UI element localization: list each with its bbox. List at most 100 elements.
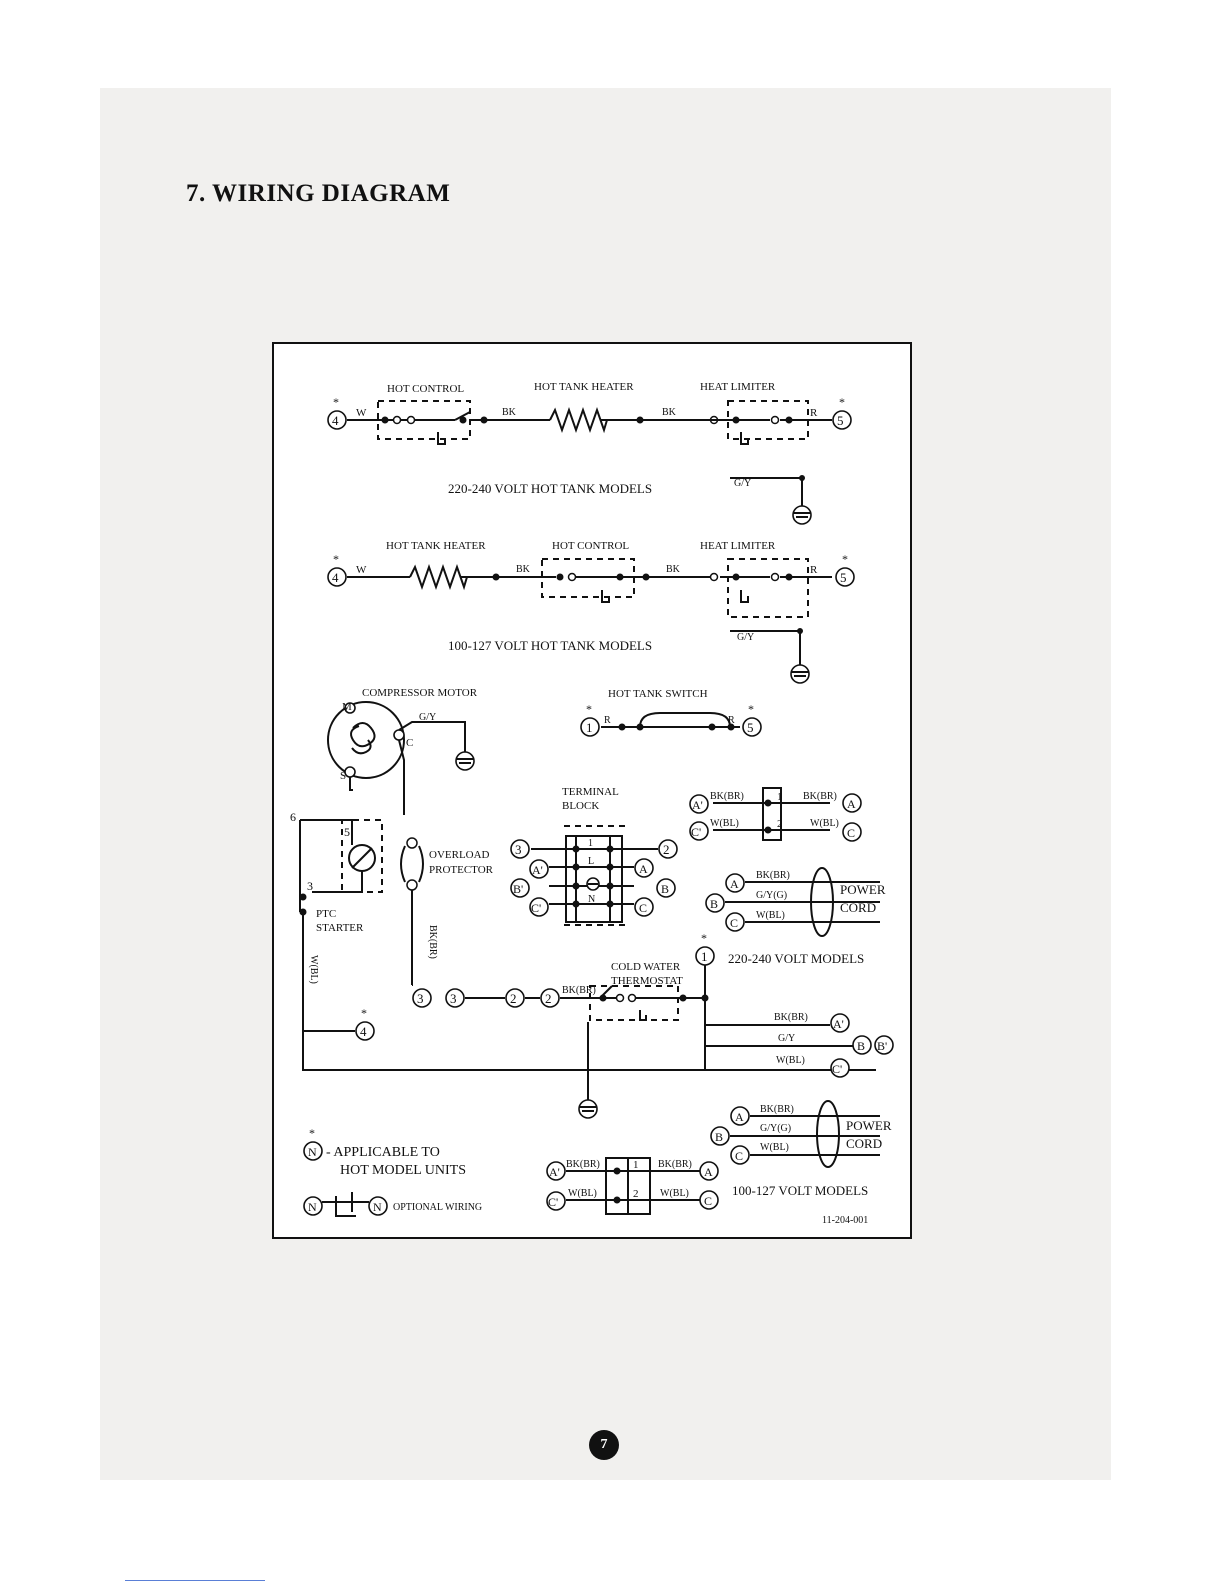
terminal-a-100-out: A	[699, 1161, 719, 1181]
terminal-4-compressor: 4 *	[303, 1006, 375, 1041]
asterisk-mark: *	[586, 702, 592, 716]
terminal-1-cold: 1 *	[695, 931, 715, 966]
terminal-3-label: 3	[515, 842, 522, 857]
cord-220-line-2: G/Y(G)	[756, 890, 787, 901]
ptc-number-5: 5	[344, 825, 350, 839]
cold-out-gy: G/Y	[778, 1033, 795, 1044]
connector-100-wbl-right: W(BL)	[660, 1188, 689, 1199]
connector-220: BK(BR) W(BL) 1 2 BK(BR) W(BL)	[710, 787, 839, 841]
terminal-2-label: 2	[545, 991, 552, 1006]
asterisk-mark: *	[361, 1006, 367, 1020]
hot-220-limiter-label: HEAT LIMITER	[700, 381, 776, 393]
connector-100-bkbr-right: BK(BR)	[658, 1159, 692, 1170]
motor-wire-gy: G/Y	[419, 712, 436, 723]
cord-100-label-2: CORD	[846, 1136, 882, 1151]
terminal-a-label: A	[639, 862, 648, 876]
ptc-label-2: STARTER	[316, 922, 364, 934]
terminal-block: TERMINAL BLOCK 1 L N	[531, 786, 658, 926]
cord-220-line-3: W(BL)	[756, 910, 785, 921]
terminal-c-block: C	[634, 897, 654, 917]
terminal-a-prime-label: A'	[532, 863, 543, 877]
terminal-b-prime-label: B'	[513, 882, 523, 896]
asterisk-mark: *	[842, 552, 848, 566]
terminal-3-label: 3	[417, 991, 424, 1006]
compressor-motor-label: COMPRESSOR MOTOR	[362, 687, 478, 699]
asterisk-mark: *	[309, 1126, 315, 1140]
connector-220-pin-2: 2	[777, 818, 783, 830]
models-220-title: 220-240 VOLT MODELS	[728, 951, 864, 966]
cord-100-label-1: POWER	[846, 1118, 892, 1133]
connector-100-wbl-left: W(BL)	[568, 1188, 597, 1199]
terminal-b-label: B	[715, 1130, 723, 1144]
terminal-c-prime-100: C'	[546, 1191, 566, 1211]
terminal-a-prime-block: A'	[529, 859, 549, 879]
page-title: 7. WIRING DIAGRAM	[186, 180, 451, 207]
ground-symbol-icon	[586, 877, 600, 891]
asterisk-mark: *	[748, 702, 754, 716]
legend-optional: OPTIONAL WIRING	[393, 1202, 482, 1213]
terminal-2-label: 2	[663, 842, 670, 857]
terminal-c-label: C	[639, 901, 647, 915]
connector-100-pin-1: 1	[633, 1159, 639, 1171]
connector-100-bkbr-left: BK(BR)	[566, 1159, 600, 1170]
connector-220-wbl-right: W(BL)	[810, 818, 839, 829]
cord-100-line-3: W(BL)	[760, 1142, 789, 1153]
motor-terminal-s: S	[340, 770, 346, 782]
asterisk-mark: *	[839, 395, 845, 409]
power-cord-100: BK(BR) G/Y(G) W(BL) POWER CORD	[730, 1100, 892, 1168]
hot-100-wire-r: R	[810, 564, 818, 576]
terminal-b-prime-cold: B'	[874, 1035, 894, 1055]
overload-label-2: PROTECTOR	[429, 864, 494, 876]
terminal-2-cold-b: 2	[540, 988, 560, 1008]
terminal-c-label: C	[735, 1149, 743, 1163]
hot-220-wire-bk-2: BK	[662, 407, 677, 418]
switch-wire-r2: R	[728, 715, 735, 726]
terminal-4-hot-220: 4 *	[327, 395, 347, 430]
terminal-5-label: 5	[837, 413, 844, 428]
terminal-b-cold: B	[852, 1035, 872, 1055]
legend-n-label-3: N	[373, 1200, 382, 1214]
terminal-b-label: B	[661, 882, 669, 896]
terminal-a-block: A	[634, 858, 654, 878]
terminal-c-220-cord: C	[725, 912, 745, 932]
hot-100-wire-w: W	[356, 564, 367, 576]
motor-terminal-c: C	[406, 737, 413, 749]
terminal-c-prime-cold: C'	[830, 1058, 850, 1078]
connector-220-pin-1: 1	[777, 791, 783, 803]
overload-wire-bkbr: BK(BR)	[427, 925, 438, 959]
terminal-4-hot-100: 4 *	[327, 552, 347, 587]
cord-220-label-2: CORD	[840, 900, 876, 915]
hot-100-circuit: HOT TANK HEATER HOT CONTROL HEAT LIMITER…	[347, 540, 832, 684]
terminal-2-label: 2	[510, 991, 517, 1006]
terminal-a-label: A	[730, 877, 739, 891]
terminal-3-compressor: 3	[412, 988, 432, 1008]
diagram-frame	[272, 342, 912, 1239]
terminal-3-label: 3	[450, 991, 457, 1006]
terminal-b-100-cord: B	[710, 1126, 730, 1146]
hot-100-wire-bk-1: BK	[516, 564, 531, 575]
hot-tank-switch: HOT TANK SWITCH R R	[601, 688, 740, 731]
terminal-b-prime-block: B'	[510, 878, 530, 898]
hot-220-heater-label: HOT TANK HEATER	[534, 381, 634, 393]
terminal-3-cold: 3	[445, 988, 465, 1008]
hot-220-circuit: HOT CONTROL HOT TANK HEATER HEAT LIMITER…	[347, 381, 832, 525]
asterisk-mark: *	[333, 552, 339, 566]
footer-line	[125, 1580, 265, 1581]
hot-100-limiter-label: HEAT LIMITER	[700, 540, 776, 552]
terminal-block-label-1: TERMINAL	[562, 786, 619, 798]
terminal-a-100-cord: A	[730, 1106, 750, 1126]
terminal-c-prime-label: C'	[531, 901, 541, 915]
connector-220-bkbr-right: BK(BR)	[803, 791, 837, 802]
terminal-a-label: A	[704, 1165, 713, 1179]
terminal-5-switch: 5 *	[742, 702, 762, 737]
terminal-a-prime-100: A'	[546, 1161, 566, 1181]
ptc-number-6: 6	[290, 810, 296, 824]
motor-terminal-m: M	[342, 701, 352, 713]
legend: N * - APPLICABLE TO HOT MODEL UNITS N N …	[303, 1126, 482, 1217]
ptc-number-3: 3	[307, 879, 313, 893]
cold-out-bkbr: BK(BR)	[774, 1012, 808, 1023]
cord-100-line-1: BK(BR)	[760, 1104, 794, 1115]
legend-n-label-2: N	[308, 1200, 317, 1214]
overload-label-1: OVERLOAD	[429, 849, 490, 861]
